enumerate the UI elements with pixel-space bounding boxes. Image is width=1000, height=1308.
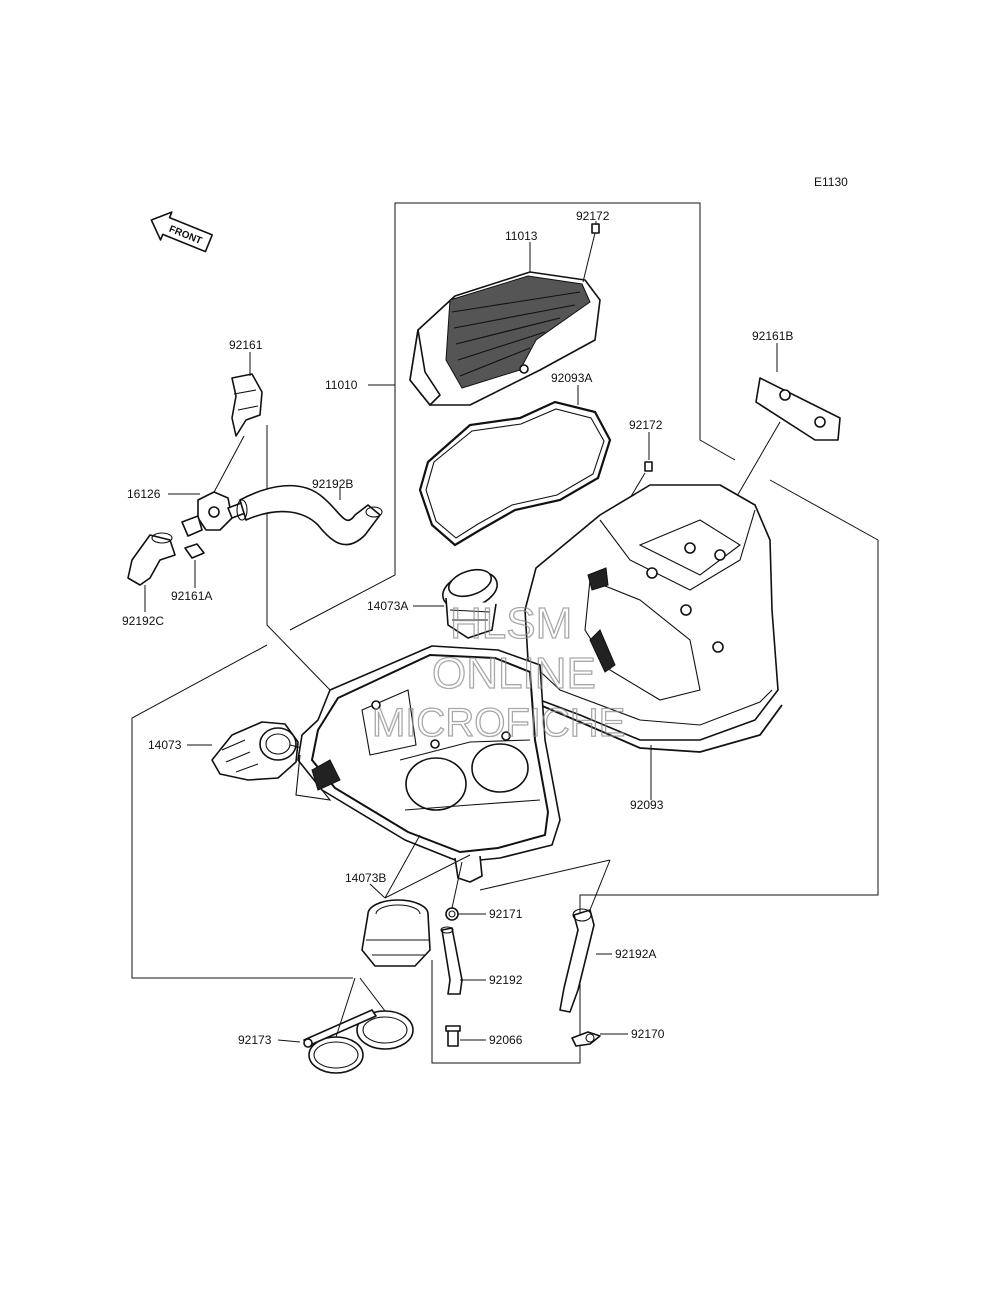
label-92192a: 92192A — [615, 947, 656, 961]
hose-92192b — [236, 484, 383, 546]
label-92172-mid: 92172 — [629, 418, 663, 432]
plug-92066 — [445, 1025, 461, 1047]
intake-duct-a — [442, 568, 498, 639]
label-92093: 92093 — [630, 798, 664, 812]
front-arrow-icon: FRONT — [150, 211, 213, 253]
hose-92192a — [559, 908, 595, 1013]
reference-code: E1130 — [814, 175, 848, 189]
hose-92192 — [440, 926, 463, 995]
housing-upper-case — [523, 484, 783, 753]
label-14073b: 14073B — [345, 871, 386, 885]
plate-92161b — [755, 377, 841, 441]
screw-mid — [644, 461, 653, 472]
label-92170: 92170 — [631, 1027, 665, 1041]
clamps-92173 — [303, 1009, 414, 1074]
svg-text:HLSM: HLSM — [450, 599, 572, 648]
valve-16126 — [181, 491, 249, 537]
gasket-upper — [418, 400, 612, 547]
watermark: HLSM ONLINE MICROFICHE — [371, 598, 626, 745]
intake-duct-left — [211, 721, 299, 781]
label-92066: 92066 — [489, 1033, 523, 1047]
screw-top — [582, 223, 600, 283]
label-14073: 14073 — [148, 738, 182, 752]
label-16126: 16126 — [127, 487, 161, 501]
svg-text:ONLINE: ONLINE — [432, 649, 596, 698]
label-92192: 92192 — [489, 973, 523, 987]
clip-92171 — [445, 907, 459, 921]
housing-lower-case — [295, 645, 561, 883]
label-92192b: 92192B — [312, 477, 353, 491]
label-14073a: 14073A — [367, 599, 408, 613]
hose-92192c — [127, 532, 176, 586]
label-11013: 11013 — [505, 229, 538, 243]
label-92161: 92161 — [229, 338, 263, 352]
label-11010: 11010 — [325, 378, 358, 392]
label-92172-top: 92172 — [576, 209, 610, 223]
rubber-bracket-92161 — [231, 373, 263, 437]
label-92161a: 92161A — [171, 589, 212, 603]
air-filter-element — [409, 271, 601, 406]
intake-duct-b — [361, 899, 431, 967]
label-92171: 92171 — [489, 907, 523, 921]
rubber-piece-92161a — [184, 543, 205, 559]
label-92161b: 92161B — [752, 329, 793, 343]
label-92173: 92173 — [238, 1033, 272, 1047]
assembly-bracket-lines — [131, 202, 879, 1064]
clamp-92170 — [571, 1031, 601, 1047]
label-92192c: 92192C — [122, 614, 164, 628]
label-92093a: 92093A — [551, 371, 592, 385]
svg-text:MICROFICHE: MICROFICHE — [372, 701, 625, 745]
